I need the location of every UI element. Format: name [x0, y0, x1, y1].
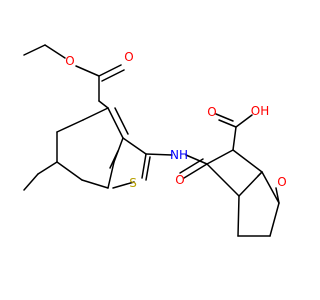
bond: [82, 107, 109, 121]
bond: [37, 161, 58, 175]
acid-oxygen-double-label: O: [207, 105, 216, 119]
molecule-structure: O O NH S O OH O O: [23, 44, 287, 237]
bond: [206, 163, 240, 197]
bond: [23, 173, 39, 191]
bond: [145, 153, 173, 156]
bond: [237, 195, 240, 237]
bond: [257, 171, 263, 177]
bond: [218, 119, 237, 128]
bond: [183, 163, 208, 179]
bond: [81, 179, 109, 189]
bicyclic-acid: [206, 113, 280, 237]
bond: [269, 202, 280, 237]
bond: [113, 137, 124, 163]
bond: [141, 153, 147, 179]
atom-labels: O O NH S O OH O O: [65, 50, 286, 190]
ester-oxygen-double-label: O: [124, 50, 133, 64]
bond: [56, 161, 83, 181]
bond: [23, 44, 46, 56]
thiophene-sulfur-label: S: [129, 176, 137, 190]
bond: [107, 161, 115, 189]
bond: [235, 114, 253, 128]
bond: [206, 149, 234, 165]
bond: [101, 69, 125, 82]
benzothiophene-core: [23, 107, 151, 191]
amide-oxygen-label: O: [175, 173, 184, 187]
bond: [185, 154, 208, 165]
bond: [114, 107, 129, 135]
bond: [261, 171, 280, 204]
amide-nh-label: NH: [170, 148, 188, 162]
bond: [232, 126, 237, 151]
bond: [56, 119, 84, 133]
bond: [275, 187, 280, 204]
bond: [122, 137, 147, 155]
bond: [215, 113, 234, 122]
bond: [107, 107, 124, 139]
bridge-oxygen-label: O: [277, 175, 286, 189]
bond: [232, 149, 263, 173]
bond: [98, 100, 109, 109]
acid-oh-label: OH: [251, 104, 269, 118]
ester-oxygen-single-label: O: [65, 54, 74, 68]
bond: [109, 150, 119, 169]
bond: [112, 181, 135, 189]
bond: [44, 44, 66, 59]
bond: [98, 64, 122, 77]
amide-link: [145, 153, 208, 179]
ethyl-ester-group: [23, 44, 125, 109]
bond: [75, 65, 100, 77]
bond: [145, 156, 151, 181]
bond: [179, 158, 204, 174]
